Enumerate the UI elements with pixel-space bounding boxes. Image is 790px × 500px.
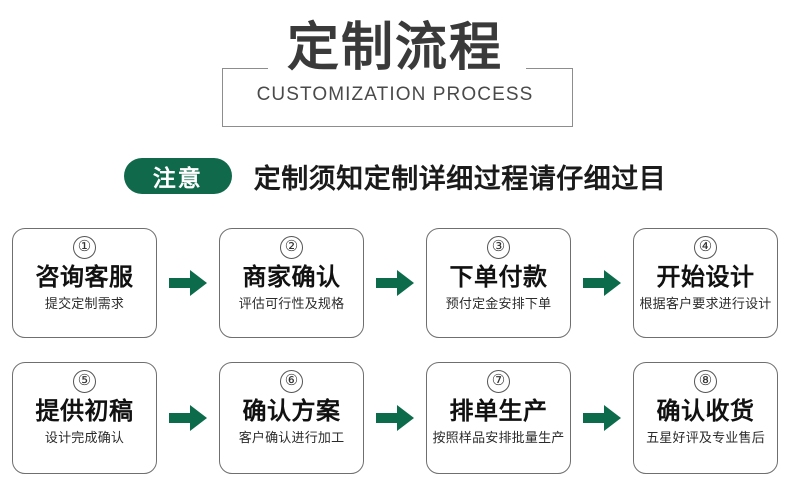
page-header: 定制流程 CUSTOMIZATION PROCESS <box>0 0 790 145</box>
step-title: 开始设计 <box>656 264 755 291</box>
process-step-card[interactable]: ① 咨询客服提交定制需求 <box>12 228 157 338</box>
arrow-right-icon <box>571 362 633 474</box>
process-step-card[interactable]: ④ 开始设计根据客户要求进行设计 <box>633 228 778 338</box>
step-number-badge: ② <box>280 236 303 259</box>
header-frame-gap <box>268 62 526 74</box>
page-subtitle: CUSTOMIZATION PROCESS <box>256 84 534 105</box>
step-subtitle: 客户确认进行加工 <box>238 430 345 445</box>
step-subtitle: 按照样品安排批量生产 <box>432 430 565 445</box>
process-step-card[interactable]: ⑥ 确认方案客户确认进行加工 <box>219 362 364 474</box>
step-number-badge: ⑧ <box>694 370 717 393</box>
step-number-badge: ③ <box>487 236 510 259</box>
step-subtitle: 预付定金安排下单 <box>445 296 552 311</box>
notice-row: 注意 定制须知定制详细过程请仔细过目 <box>0 152 790 200</box>
step-title: 咨询客服 <box>35 264 134 291</box>
notice-badge: 注意 <box>123 158 232 194</box>
step-number-badge: ④ <box>694 236 717 259</box>
step-title: 排单生产 <box>449 398 548 425</box>
process-step-card[interactable]: ⑦ 排单生产按照样品安排批量生产 <box>426 362 571 474</box>
step-number-badge: ⑤ <box>73 370 96 393</box>
step-title: 提供初稿 <box>35 398 134 425</box>
step-number-badge: ⑥ <box>280 370 303 393</box>
step-title: 确认收货 <box>656 398 755 425</box>
process-step-row-1: ① 咨询客服提交定制需求 ② 商家确认评估可行性及规格 ③ 下单付款预付定金安排下单 ④ 开始… <box>0 228 790 338</box>
process-step-card[interactable]: ③ 下单付款预付定金安排下单 <box>426 228 571 338</box>
page-title: 定制流程 <box>286 18 503 78</box>
process-step-card[interactable]: ② 商家确认评估可行性及规格 <box>219 228 364 338</box>
step-subtitle: 根据客户要求进行设计 <box>639 296 772 311</box>
arrow-right-icon <box>364 228 426 338</box>
arrow-right-icon <box>157 228 219 338</box>
step-subtitle: 提交定制需求 <box>44 296 125 311</box>
process-step-row-2: ⑤ 提供初稿设计完成确认 ⑥ 确认方案客户确认进行加工 ⑦ 排单生产按照样品安排批量生产 ⑧… <box>0 362 790 474</box>
arrow-right-icon <box>157 362 219 474</box>
step-title: 确认方案 <box>242 398 341 425</box>
step-title: 下单付款 <box>449 264 548 291</box>
arrow-right-icon <box>571 228 633 338</box>
step-number-badge: ① <box>73 236 96 259</box>
arrow-right-icon <box>364 362 426 474</box>
step-number-badge: ⑦ <box>487 370 510 393</box>
step-subtitle: 五星好评及专业售后 <box>646 430 765 445</box>
process-step-card[interactable]: ⑤ 提供初稿设计完成确认 <box>12 362 157 474</box>
notice-text: 定制须知定制详细过程请仔细过目 <box>253 163 667 194</box>
process-step-card[interactable]: ⑧ 确认收货五星好评及专业售后 <box>633 362 778 474</box>
step-subtitle: 设计完成确认 <box>44 430 125 445</box>
step-title: 商家确认 <box>242 264 341 291</box>
step-subtitle: 评估可行性及规格 <box>238 296 345 311</box>
